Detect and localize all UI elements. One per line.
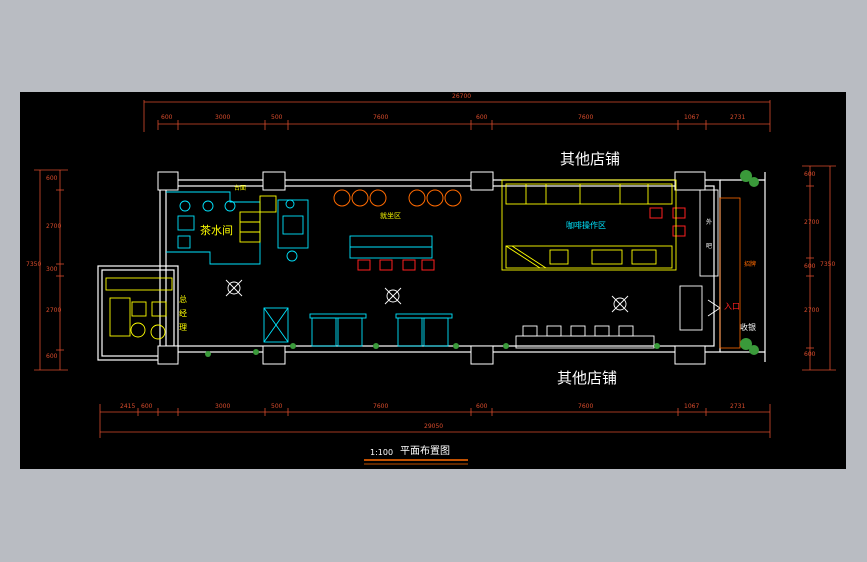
dim-left-seg: 600 (46, 353, 58, 360)
dim-bottom-seg: 2731 (730, 403, 746, 410)
facade (719, 197, 741, 349)
dim-bottom-seg: 7600 (373, 403, 389, 410)
sign-label-top: 外 (706, 219, 713, 226)
dim-bottom-seg: 1067 (684, 403, 700, 410)
office-label-3: 理 (179, 323, 187, 332)
plants (205, 170, 759, 357)
coffee-area-label: 咖啡操作区 (566, 221, 606, 230)
dim-bottom-seg: 3000 (215, 403, 231, 410)
caption-underline (364, 459, 468, 465)
bar-stools (357, 207, 686, 271)
dim-left-seg: 2700 (46, 307, 62, 314)
dim-left-seg: 300 (46, 266, 58, 273)
drawing-title: 平面布置图 (400, 446, 450, 457)
dim-top-seg: 500 (271, 114, 283, 121)
dim-top-seg: 3000 (215, 114, 231, 121)
walls (97, 172, 766, 362)
bar-counter (349, 235, 433, 259)
dim-bottom-seg: 500 (271, 403, 283, 410)
dim-bottom-seg: 600 (476, 403, 488, 410)
scale-label: 1:100 (370, 448, 394, 457)
dim-left-seg: 600 (46, 175, 58, 182)
tea-room-label: 茶水间 (200, 224, 233, 237)
entrance-label: 入口 (724, 302, 740, 311)
columns (157, 171, 706, 365)
dim-top-seg: 7600 (578, 114, 594, 121)
round-tables (225, 279, 629, 313)
entrance (679, 189, 721, 331)
drawing-sheet: 26700 600 3000 500 7600 600 7600 1067 27… (20, 92, 846, 469)
coffee-area (501, 179, 677, 271)
dim-right-total: 7350 (820, 261, 836, 268)
orange-armchairs (333, 189, 462, 207)
dim-top-seg: 7600 (373, 114, 389, 121)
dim-left-total: 7350 (26, 261, 42, 268)
lounge-booths (263, 307, 453, 347)
dim-right-seg: 2700 (804, 307, 820, 314)
top-dimension-chain (143, 100, 771, 132)
sign-label-mid: 吧 (706, 243, 713, 250)
tea-room (166, 191, 309, 265)
dim-top-seg: 2731 (730, 114, 746, 121)
dim-top-seg: 1067 (684, 114, 700, 121)
dim-right-seg: 600 (804, 351, 816, 358)
store-sign-label: 招牌 (744, 261, 757, 268)
right-dimension-chain (802, 165, 836, 371)
neighbor-top-label: 其他店铺 (560, 150, 621, 168)
tea-room-fixtures (239, 195, 277, 243)
dim-bottom-seg: 600 (141, 403, 153, 410)
office-label-2: 经 (179, 309, 187, 318)
neighbor-bottom-label: 其他店铺 (557, 369, 618, 387)
office-label-1: 总 (179, 295, 187, 304)
bottom-dimension-chain (99, 404, 771, 438)
dim-bottom-total: 29050 (424, 423, 444, 430)
dim-right-seg: 600 (804, 263, 816, 270)
dim-left-seg: 2700 (46, 223, 62, 230)
dim-right-seg: 2700 (804, 219, 820, 226)
window-seats (515, 325, 655, 349)
dim-right-seg: 600 (804, 171, 816, 178)
bar-label: 台面 (234, 185, 247, 192)
dim-bottom-seg: 7600 (578, 403, 594, 410)
left-dimension-chain (34, 169, 68, 371)
manager-office (105, 277, 173, 340)
dim-top-seg: 600 (161, 114, 173, 121)
dim-top-total: 26700 (452, 93, 472, 100)
dim-top-seg: 600 (476, 114, 488, 121)
dining-area-label: 就坐区 (380, 212, 401, 220)
floor-plan (34, 100, 836, 465)
cashier-label: 收银 (740, 323, 756, 332)
dim-bottom-seg: 2415 (120, 403, 136, 410)
